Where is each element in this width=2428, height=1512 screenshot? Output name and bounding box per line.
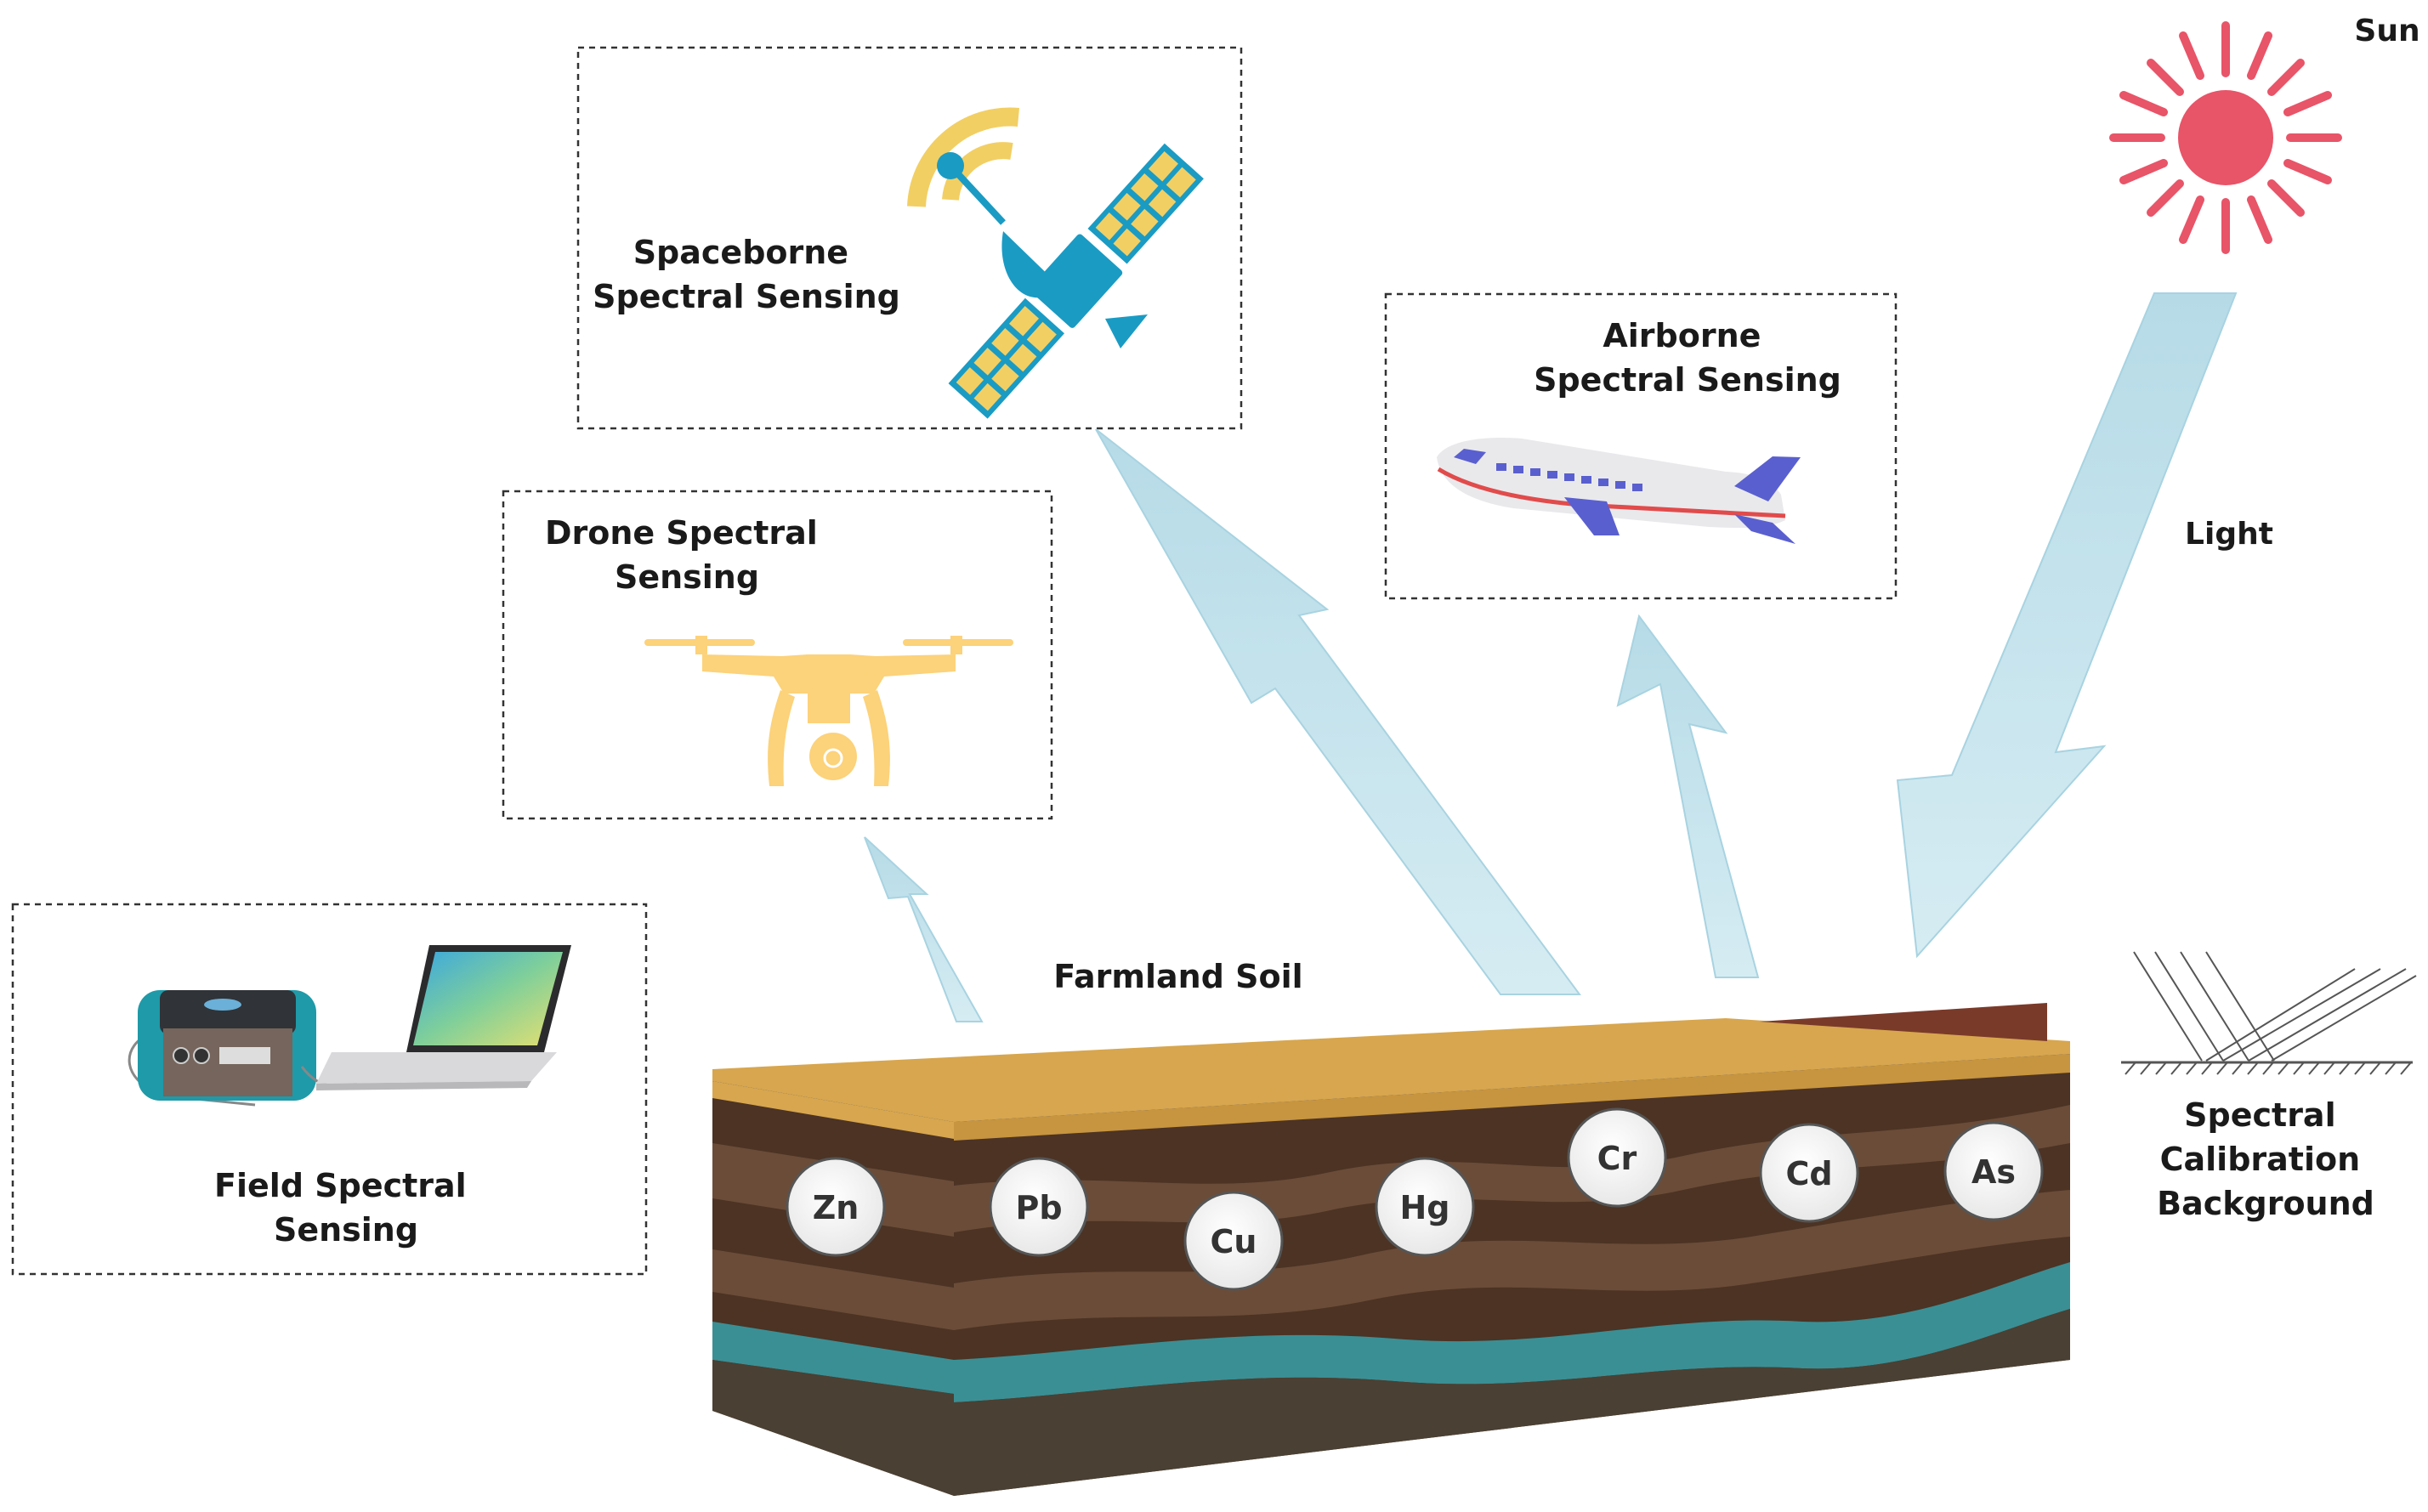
element-zn: Zn <box>786 1157 886 1257</box>
laptop-icon <box>300 945 571 1090</box>
svg-text:Cr: Cr <box>1597 1140 1637 1177</box>
topsoil-surface <box>712 1018 2070 1122</box>
spaceborne-frame <box>576 46 1243 430</box>
farmland-soil-label: Farmland Soil <box>1053 958 1302 995</box>
airplane-icon <box>1437 437 1801 544</box>
light-label: Light <box>2185 517 2273 552</box>
element-as: As <box>1943 1121 2044 1221</box>
drone-frame <box>502 490 1053 820</box>
arrow-to-airborne <box>1616 614 1760 978</box>
reflectance-panel-icon <box>2121 951 2417 1075</box>
soil-block <box>712 1003 2070 1496</box>
arrow-to-drone <box>864 836 984 1022</box>
satellite-icon <box>907 107 1204 419</box>
svg-text:Cu: Cu <box>1211 1223 1257 1260</box>
element-markers: Zn Pb Cu Hg Cr Cd As <box>786 1107 2044 1291</box>
field-frame <box>11 903 648 1276</box>
spaceborne-label: Spaceborne Spectral Sensing <box>593 234 900 315</box>
svg-text:Zn: Zn <box>813 1189 859 1226</box>
arrow-to-spaceborne <box>1095 428 1581 995</box>
svg-text:As: As <box>1971 1153 2016 1191</box>
spectrometer-icon <box>128 990 316 1107</box>
light-arrow <box>1896 292 2238 959</box>
element-cu: Cu <box>1183 1191 1284 1291</box>
field-label: Field Spectral Sensing <box>214 1167 478 1249</box>
sun-label: Sun <box>2354 14 2419 48</box>
svg-text:Pb: Pb <box>1015 1189 1062 1226</box>
airborne-label: Airborne Spectral Sensing <box>1534 317 1841 399</box>
drone-icon <box>644 636 1013 786</box>
element-cr: Cr <box>1567 1107 1667 1208</box>
element-hg: Hg <box>1375 1157 1475 1257</box>
svg-text:Hg: Hg <box>1399 1189 1449 1226</box>
svg-text:Cd: Cd <box>1785 1155 1832 1192</box>
drone-label: Drone Spectral Sensing <box>545 514 829 596</box>
airborne-frame <box>1384 292 1898 600</box>
element-pb: Pb <box>989 1157 1089 1257</box>
sun-icon <box>2109 21 2342 254</box>
element-cd: Cd <box>1759 1123 1859 1223</box>
calibration-label: Spectral Calibration Background <box>2157 1096 2374 1222</box>
